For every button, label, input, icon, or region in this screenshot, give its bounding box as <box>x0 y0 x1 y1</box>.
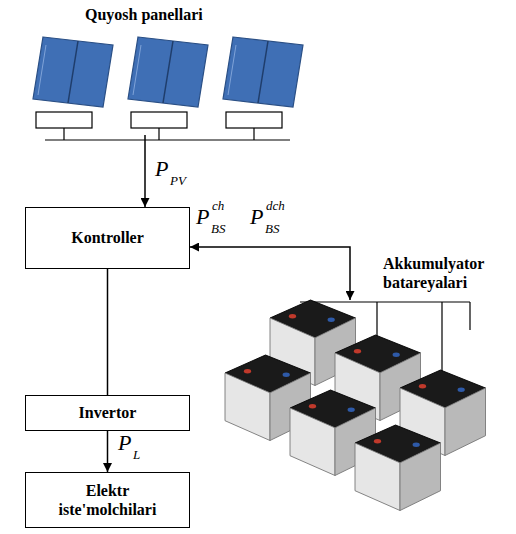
subscript: BS <box>211 222 225 235</box>
solar-panels <box>33 37 303 140</box>
connector <box>144 135 146 207</box>
superscript: ch <box>212 199 224 212</box>
group-heading: Akkumulyator batareyalari <box>383 254 511 292</box>
consumer-box: Elektr iste'molchilari <box>25 472 190 528</box>
power-symbol: P <box>155 158 168 180</box>
power-symbol: P <box>196 206 209 228</box>
controller-box: Kontroller <box>25 207 190 269</box>
solar-panel-group: Quyosh panellari <box>20 5 320 135</box>
subscript: BS <box>265 222 279 235</box>
connector <box>190 247 350 300</box>
battery-group: Akkumulyator batareyalari <box>220 300 505 515</box>
subscript: L <box>133 448 140 461</box>
connector <box>107 431 109 472</box>
superscript: dch <box>266 199 285 212</box>
box-label: Kontroller <box>71 228 144 247</box>
subscript: PV <box>170 174 186 187</box>
connector <box>107 269 109 395</box>
battery-bank <box>225 300 486 511</box>
inverter-box: Invertor <box>25 395 190 431</box>
group-heading: Quyosh panellari <box>85 5 285 24</box>
power-symbol: P <box>118 432 131 454</box>
power-symbol: P <box>250 206 263 228</box>
box-label: Elektr iste'molchilari <box>48 481 167 519</box>
box-label: Invertor <box>79 403 137 422</box>
